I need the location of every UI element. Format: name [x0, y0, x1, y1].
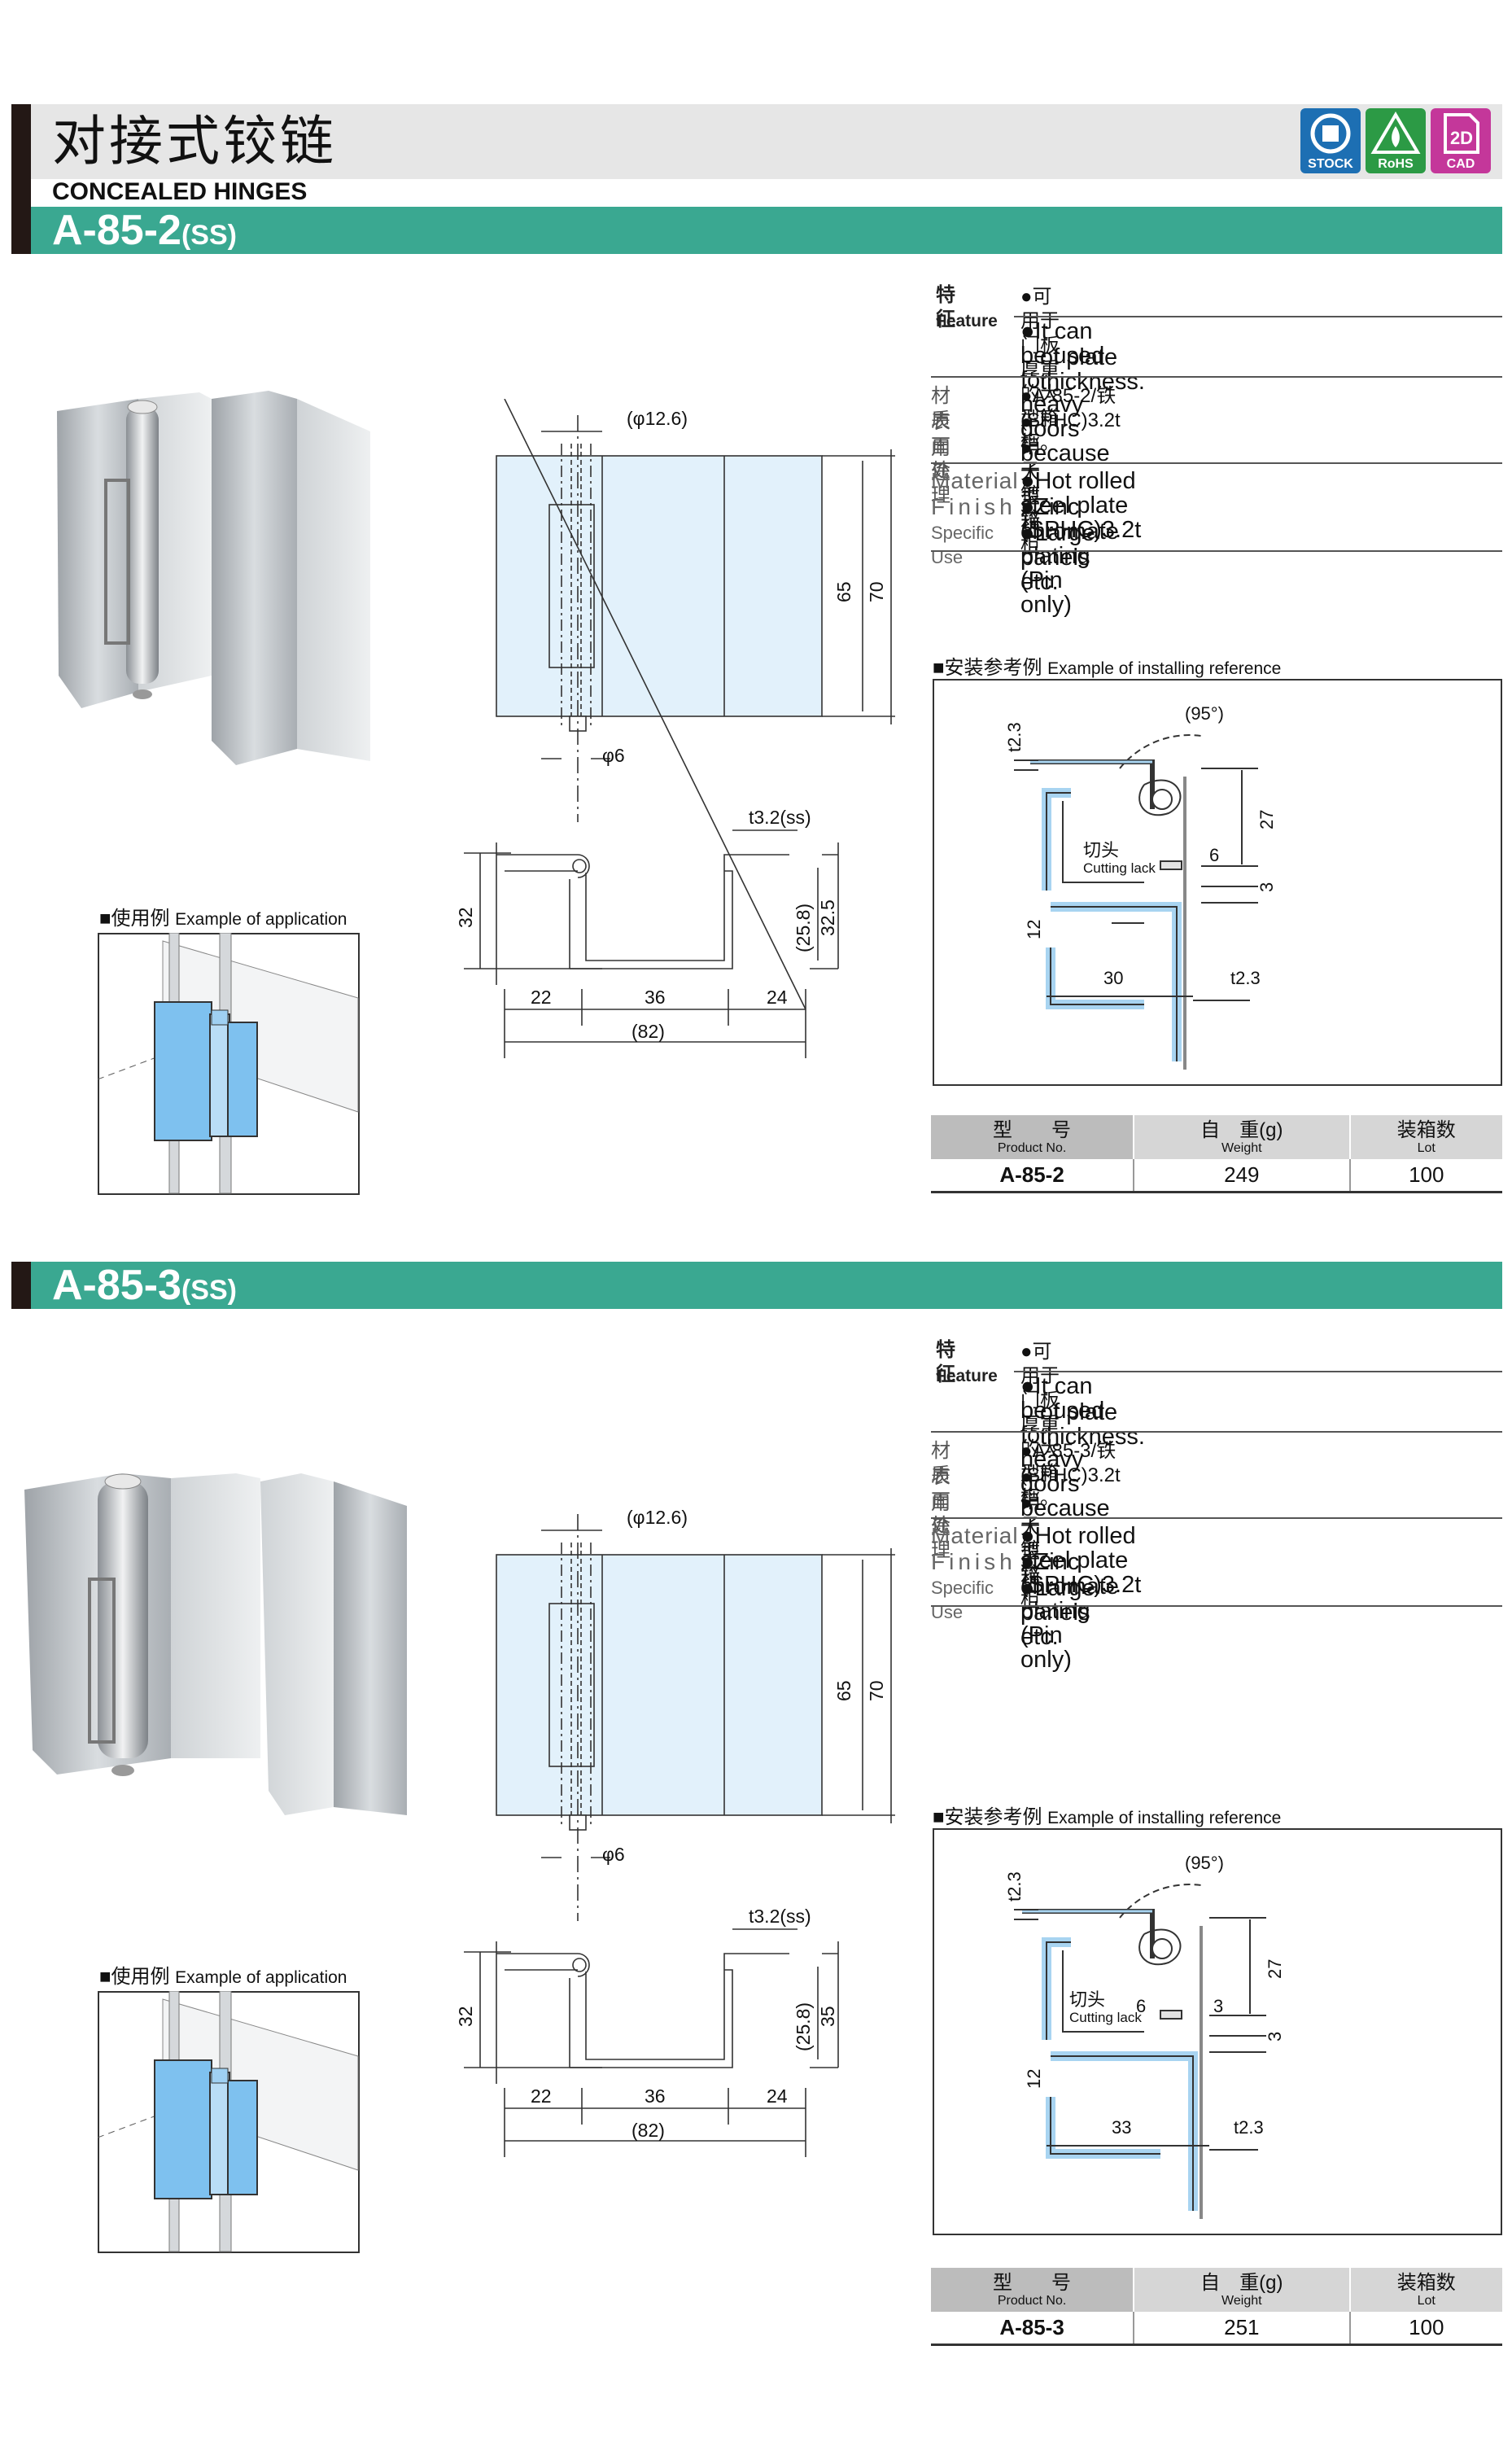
- install-t-top: t2.3: [1004, 722, 1025, 752]
- dim-total: (82): [631, 1021, 665, 1042]
- application-caption: ■使用例 Example of application: [99, 908, 347, 930]
- dim-pin-outer: (φ12.6): [627, 1507, 688, 1528]
- dim-depth-inner: (25.8): [793, 2002, 814, 2051]
- material-cn: ●A-85-2/铁(SPHC)3.2t: [1020, 385, 1121, 431]
- install-t-bottom: t2.3: [1234, 2117, 1264, 2138]
- install-d27: 27: [1256, 810, 1277, 829]
- dim-w1: 22: [531, 2085, 552, 2107]
- feature-en: ●It can be used for heavy doors because: [1020, 318, 1110, 466]
- table-row: A-85-2 249 100: [931, 1159, 1502, 1193]
- section-accent-bar: [11, 207, 31, 254]
- install-cut-cn: 切头: [1083, 840, 1119, 860]
- section-accent-bar: [11, 1262, 31, 1309]
- material-cn: ●A-85-3/铁(SPHC)3.2t: [1020, 1440, 1121, 1486]
- dim-total: (82): [631, 2120, 665, 2141]
- install-t-bottom: t2.3: [1230, 968, 1261, 988]
- feature-en: ●It can be used for heavy doors because: [1020, 1373, 1110, 1521]
- use-cn: ●大型箱柜: [1020, 437, 1040, 557]
- table-row: A-85-3 251 100: [931, 2312, 1502, 2345]
- section-band: [31, 207, 1502, 254]
- dim-depth-left: 32: [455, 2006, 476, 2027]
- application-drawing: [98, 1991, 360, 2253]
- rohs-icon: RoHS: [1366, 108, 1426, 173]
- feature-cn: ●可用于门板厚重的大型箱柜。: [1020, 1341, 1060, 1509]
- application-drawing: [98, 933, 360, 1195]
- install-cut-cn: 切头: [1069, 1989, 1105, 2010]
- install-d30: 33: [1112, 2117, 1131, 2138]
- install-d3: 3: [1256, 882, 1277, 892]
- install-t-top: t2.3: [1004, 1871, 1025, 1902]
- dim-w3: 24: [767, 2085, 788, 2107]
- dim-depth-left: 32: [455, 907, 476, 928]
- install-cut-en: Cutting lack: [1083, 860, 1156, 876]
- use-cn: ●大型箱柜: [1020, 1492, 1040, 1612]
- install-caption: ■安装参考例 Example of installing reference: [933, 1806, 1282, 1828]
- product-photo: [57, 391, 370, 765]
- dimension-drawing: (φ12.6) φ6 65 70 t3.2(ss) 32 (25.8) 35 2…: [455, 1507, 895, 2157]
- install-d12: 12: [1024, 920, 1044, 939]
- install-drawing: (95°) t2.3 27 6 3 3 12 33 t2.3 切头 Cuttin…: [933, 1828, 1502, 2235]
- install-d6: 6: [1209, 845, 1219, 865]
- cad-icon: 2D CAD: [1431, 108, 1491, 173]
- product-photo: [24, 1473, 407, 1815]
- dim-thickness: t3.2(ss): [749, 807, 811, 828]
- install-cut-en: Cutting lack: [1069, 2010, 1142, 2025]
- dim-height-65: 65: [833, 581, 854, 602]
- dim-pin: φ6: [602, 1844, 625, 1865]
- finish-cn: ●销子镀锌: [1020, 1466, 1040, 1586]
- dim-pin-outer: (φ12.6): [627, 408, 688, 429]
- dim-pin: φ6: [602, 745, 625, 766]
- install-caption: ■安装参考例 Example of installing reference: [933, 657, 1282, 679]
- dim-height-70: 70: [866, 1680, 887, 1701]
- material-en: ●Hot rolled steel plate (SPHC)3.2t: [1020, 1523, 1142, 1598]
- material-en: ●Hot rolled steel plate (SPHC)3.2t: [1020, 468, 1142, 543]
- page-title: 对接式铰链: [52, 110, 337, 173]
- cad-badge-text: 2D: [1450, 128, 1473, 148]
- dim-w3: 24: [767, 987, 788, 1008]
- product-code-heading: A-85-3(SS): [52, 1262, 237, 1309]
- install-angle: (95°): [1185, 703, 1224, 724]
- product-code-heading: A-85-2(SS): [52, 207, 237, 254]
- header-band: [31, 104, 1502, 179]
- use-en: ●Large panels etc.: [1020, 520, 1095, 595]
- install-d3a: 3: [1213, 1996, 1223, 2016]
- install-drawing: (95°) t2.3 27 6 3 12 30 t2.3 切头 Cutting …: [933, 679, 1502, 1086]
- badge-icons: STOCK RoHS 2D CAD: [1300, 108, 1491, 173]
- dim-height-70: 70: [866, 581, 887, 602]
- dim-w2: 36: [645, 987, 666, 1008]
- dim-depth-inner: (25.8): [793, 904, 814, 952]
- install-d30: 30: [1103, 968, 1123, 988]
- install-d6: 6: [1136, 1996, 1146, 2016]
- install-d27: 27: [1265, 1959, 1285, 1979]
- use-en: ●Large panels etc.: [1020, 1575, 1095, 1650]
- dim-height-65: 65: [833, 1680, 854, 1701]
- section-band: [31, 1262, 1502, 1309]
- finish-en: ●Zinc chromate plating (Pin only): [1020, 1549, 1119, 1673]
- install-d3: 3: [1265, 2032, 1285, 2042]
- dim-depth-right: 32.5: [817, 899, 838, 936]
- dimension-drawing: (φ12.6) φ6 65 70 t3.2(ss) 32 (25.8) 32.5…: [455, 399, 895, 1058]
- finish-cn: ●销子镀锌: [1020, 411, 1040, 531]
- finish-en: ●Zinc chromate plating (Pin only): [1020, 494, 1119, 618]
- dim-thickness: t3.2(ss): [749, 1906, 811, 1927]
- page-subtitle: CONCEALED HINGES: [52, 178, 308, 205]
- install-d12: 12: [1024, 2069, 1044, 2089]
- stock-icon: STOCK: [1300, 108, 1361, 173]
- dim-w1: 22: [531, 987, 552, 1008]
- dim-depth-right: 35: [817, 2006, 838, 2027]
- dim-w2: 36: [645, 2085, 666, 2107]
- application-caption: ■使用例 Example of application: [99, 1966, 347, 1988]
- install-angle: (95°): [1185, 1853, 1224, 1873]
